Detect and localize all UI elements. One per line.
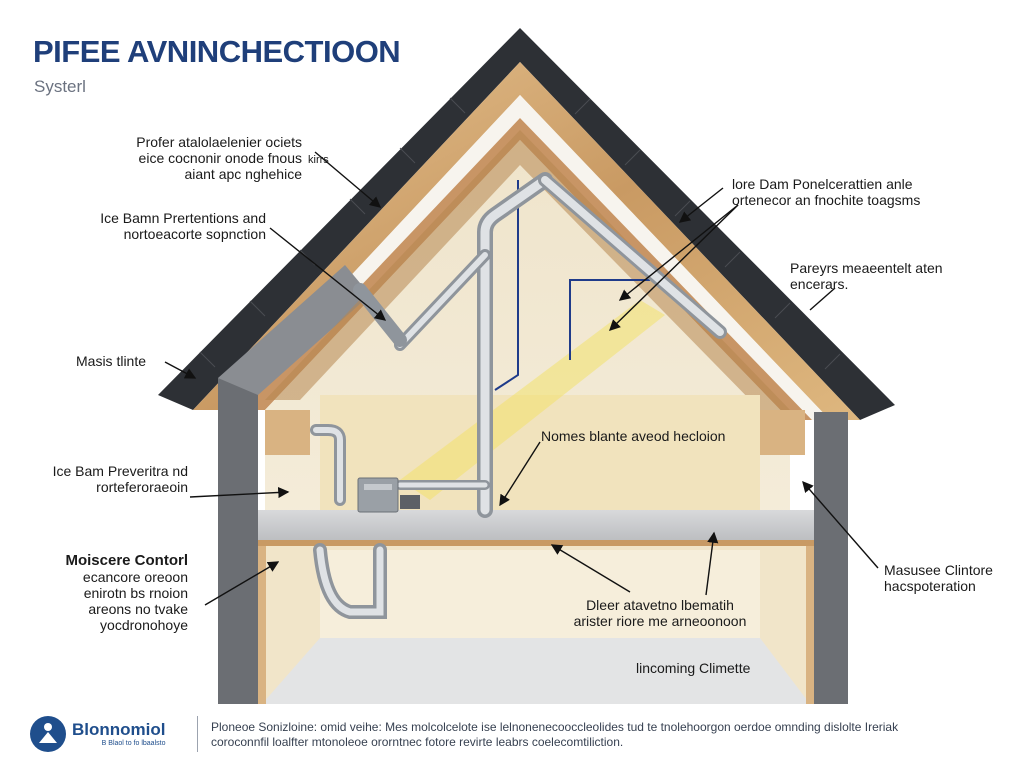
ventilation-fan-icon — [357, 477, 420, 513]
vapor-barrier-line-2 — [494, 180, 519, 391]
callout-ice-dam-right: lore Dam Ponelcerattien anle ortenecor a… — [732, 176, 920, 208]
lower-left-post — [258, 546, 266, 704]
lower-room-back-wall — [320, 550, 760, 638]
callout-line: Ice Bam Preveritra nd — [52, 463, 188, 479]
callout-line: nortoeacorte sopnction — [123, 226, 266, 242]
page-title: PIFEE AVNINCHECTIOON — [33, 34, 401, 69]
callout-floor-center: Dleer atavetno lbematih arister riore me… — [560, 597, 760, 629]
callout-line: ortenecor an fnochite toagsms — [732, 192, 921, 208]
callout-line: rorteferoraeoin — [96, 479, 188, 495]
left-wall-cap — [218, 265, 370, 395]
callout-line: Dleer atavetno lbematih — [586, 597, 734, 613]
vapor-barrier-line — [569, 279, 650, 360]
callout-line: hacspoteration — [884, 578, 976, 594]
callout-ice-dam-lower: Ice Bam Preveritra nd rorteferoraeoin — [36, 463, 188, 495]
callout-line: ecancore oreoon — [82, 569, 188, 585]
callout-line: Ice Bamn Prertentions and — [100, 210, 266, 226]
right-wall — [814, 412, 848, 704]
page-subtitle: Systerl — [34, 77, 86, 96]
footer-description: Ploneoe Sonizloine: omid veihe: Mes molc… — [211, 720, 1001, 750]
callout-line: enirotn bs rnoion — [83, 585, 188, 601]
callout-heading: Moiscere Contorl — [65, 552, 188, 569]
right-knee-block — [760, 410, 805, 455]
brand-tagline: B Blaol to fo lbaalsto — [101, 740, 166, 747]
callout-line: eice cocnonir onode fnous — [138, 150, 302, 166]
brand-block: Blonnomiol B Blaol to fo lbaalsto — [30, 714, 165, 754]
vent-pipes — [310, 172, 727, 619]
brand-name: Blonnomiol — [72, 720, 166, 739]
callout-line: lore Dam Ponelcerattien anle — [732, 176, 913, 192]
callout-leaders — [164, 151, 879, 606]
callout-line: Pareyrs meaeentelt aten — [790, 260, 943, 276]
footer-line: coroconnfil loalfter mtonoleoe ororntnec… — [211, 735, 624, 749]
callout-moisture-right: Masusee Clintore hacspoteration — [884, 562, 993, 594]
callout-ice-dam-left: Ice Bamn Prertentions and nortoeacorte s… — [70, 210, 266, 242]
ceiling-joist — [258, 540, 814, 546]
callout-line: aiant apc nghehice — [184, 166, 302, 182]
callout-climate: lincoming Climette — [636, 660, 751, 676]
callout-line: encerars. — [790, 276, 849, 292]
callout-line: Profer atalolaelenier ociets — [136, 134, 302, 150]
ceiling-slab — [258, 510, 814, 544]
callout-line: yocdronohoye — [100, 617, 188, 633]
callout-attic-center: Nomes blante aveod hecloion — [541, 428, 726, 444]
attic-rafter-left — [265, 130, 520, 400]
callout-prayers: Pareyrs meaeentelt aten encerars. — [790, 260, 943, 292]
light-ray — [400, 300, 665, 500]
callout-top-left: Profer atalolaelenier ociets eice cocnon… — [96, 134, 302, 182]
callout-masis: Masis tlinte — [76, 353, 147, 369]
footer-line: Ploneoe Sonizloine: omid veihe: Mes molc… — [211, 720, 899, 734]
globe-person-icon — [30, 716, 66, 752]
callout-top-left-tag: kirrs — [308, 154, 329, 166]
callout-line: areons no tvake — [88, 601, 188, 617]
lower-room-floor — [262, 638, 810, 704]
callout-moisture-left: Moiscere Contorl ecancore oreoon enirotn… — [40, 552, 188, 634]
lower-right-post — [806, 546, 814, 704]
footer-divider — [197, 716, 198, 752]
left-wall — [218, 378, 258, 704]
callout-line: arister riore me arneoonoon — [573, 613, 747, 629]
callout-line: Masusee Clintore — [884, 562, 993, 578]
left-knee-block — [265, 410, 310, 455]
